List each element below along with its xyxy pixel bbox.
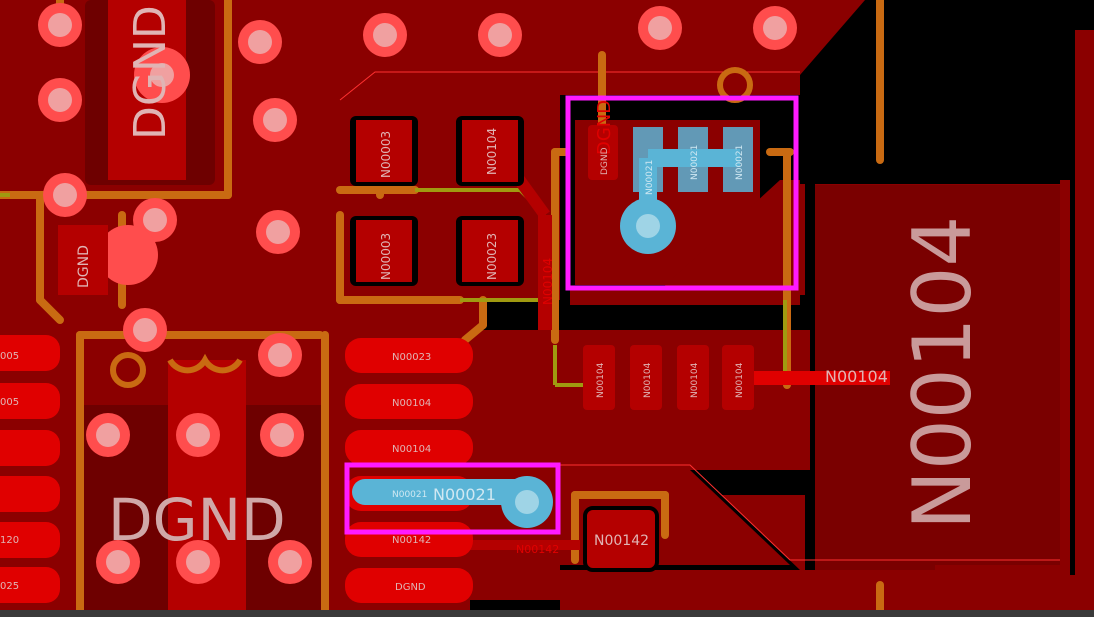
via-arc-bottom xyxy=(167,353,243,374)
dgnd-label-ic-pad: DGND xyxy=(600,147,610,175)
dgnd-label-top: DGND xyxy=(125,5,176,140)
dgnd-label-small-left: DGND xyxy=(76,245,92,288)
bottom-edge xyxy=(0,610,1094,617)
via-array[interactable] xyxy=(38,3,797,584)
via-ring-left[interactable] xyxy=(110,352,146,388)
left-label-120: 120 xyxy=(0,535,19,546)
pour-below-ic xyxy=(570,180,800,305)
n00104-pad-row[interactable] xyxy=(583,345,754,410)
outline-top xyxy=(339,71,800,101)
left-label-025: 025 xyxy=(0,581,19,592)
n00104-label-pad-top: N00104 xyxy=(485,128,499,175)
pad-label-n00142: N00142 xyxy=(392,535,431,546)
left-edge-pads[interactable] xyxy=(0,335,60,603)
n00104-row-label-2: N00104 xyxy=(643,362,653,398)
dgnd-label-vertical-mid: DGND xyxy=(594,100,615,155)
n00003-label-b: N00003 xyxy=(379,233,393,280)
left-label-005-b: 005 xyxy=(0,397,19,408)
pad-label-n00023: N00023 xyxy=(392,352,431,363)
selection-box-n00021[interactable] xyxy=(344,462,561,535)
pad-label-n00104-b: N00104 xyxy=(392,444,431,455)
n00142-pad-label: N00142 xyxy=(594,533,649,549)
n00021-label-a: N00021 xyxy=(645,160,655,195)
n00023-label-pad: N00023 xyxy=(485,233,499,280)
dgnd-small-pad[interactable] xyxy=(58,225,108,295)
n00104-label-large: N00104 xyxy=(896,216,989,530)
n00021-label-c: N00021 xyxy=(735,145,745,180)
copper-pour-right-strip xyxy=(1075,30,1094,610)
n00104-row-label-3: N00104 xyxy=(690,362,700,398)
pad-label-n00104-a: N00104 xyxy=(392,398,431,409)
component-pads-top[interactable] xyxy=(350,116,524,286)
n00104-label-vertical: N00104 xyxy=(541,258,555,305)
n00003-label-a: N00003 xyxy=(379,131,393,178)
ic-pads[interactable] xyxy=(588,125,753,254)
left-label-005-a: 005 xyxy=(0,351,19,362)
n00104-row-label-1: N00104 xyxy=(596,362,606,398)
pad-label-n00021: N00021 xyxy=(392,490,427,500)
n00021-label-b: N00021 xyxy=(690,145,700,180)
dgnd-label-bottom: DGND xyxy=(108,486,286,554)
selection-box-ic[interactable] xyxy=(565,95,799,291)
n00104-label-track: N00104 xyxy=(825,367,888,386)
outline-bottom xyxy=(480,464,1060,561)
n00021-highlight-label: N00021 xyxy=(433,485,496,504)
n00142-pad[interactable] xyxy=(583,506,659,572)
n00104-row-label-4: N00104 xyxy=(735,362,745,398)
dgnd-label-row-bottom: DGND xyxy=(395,582,426,593)
n00021-via-hole xyxy=(515,490,539,514)
n00142-track-label: N00142 xyxy=(516,543,559,556)
